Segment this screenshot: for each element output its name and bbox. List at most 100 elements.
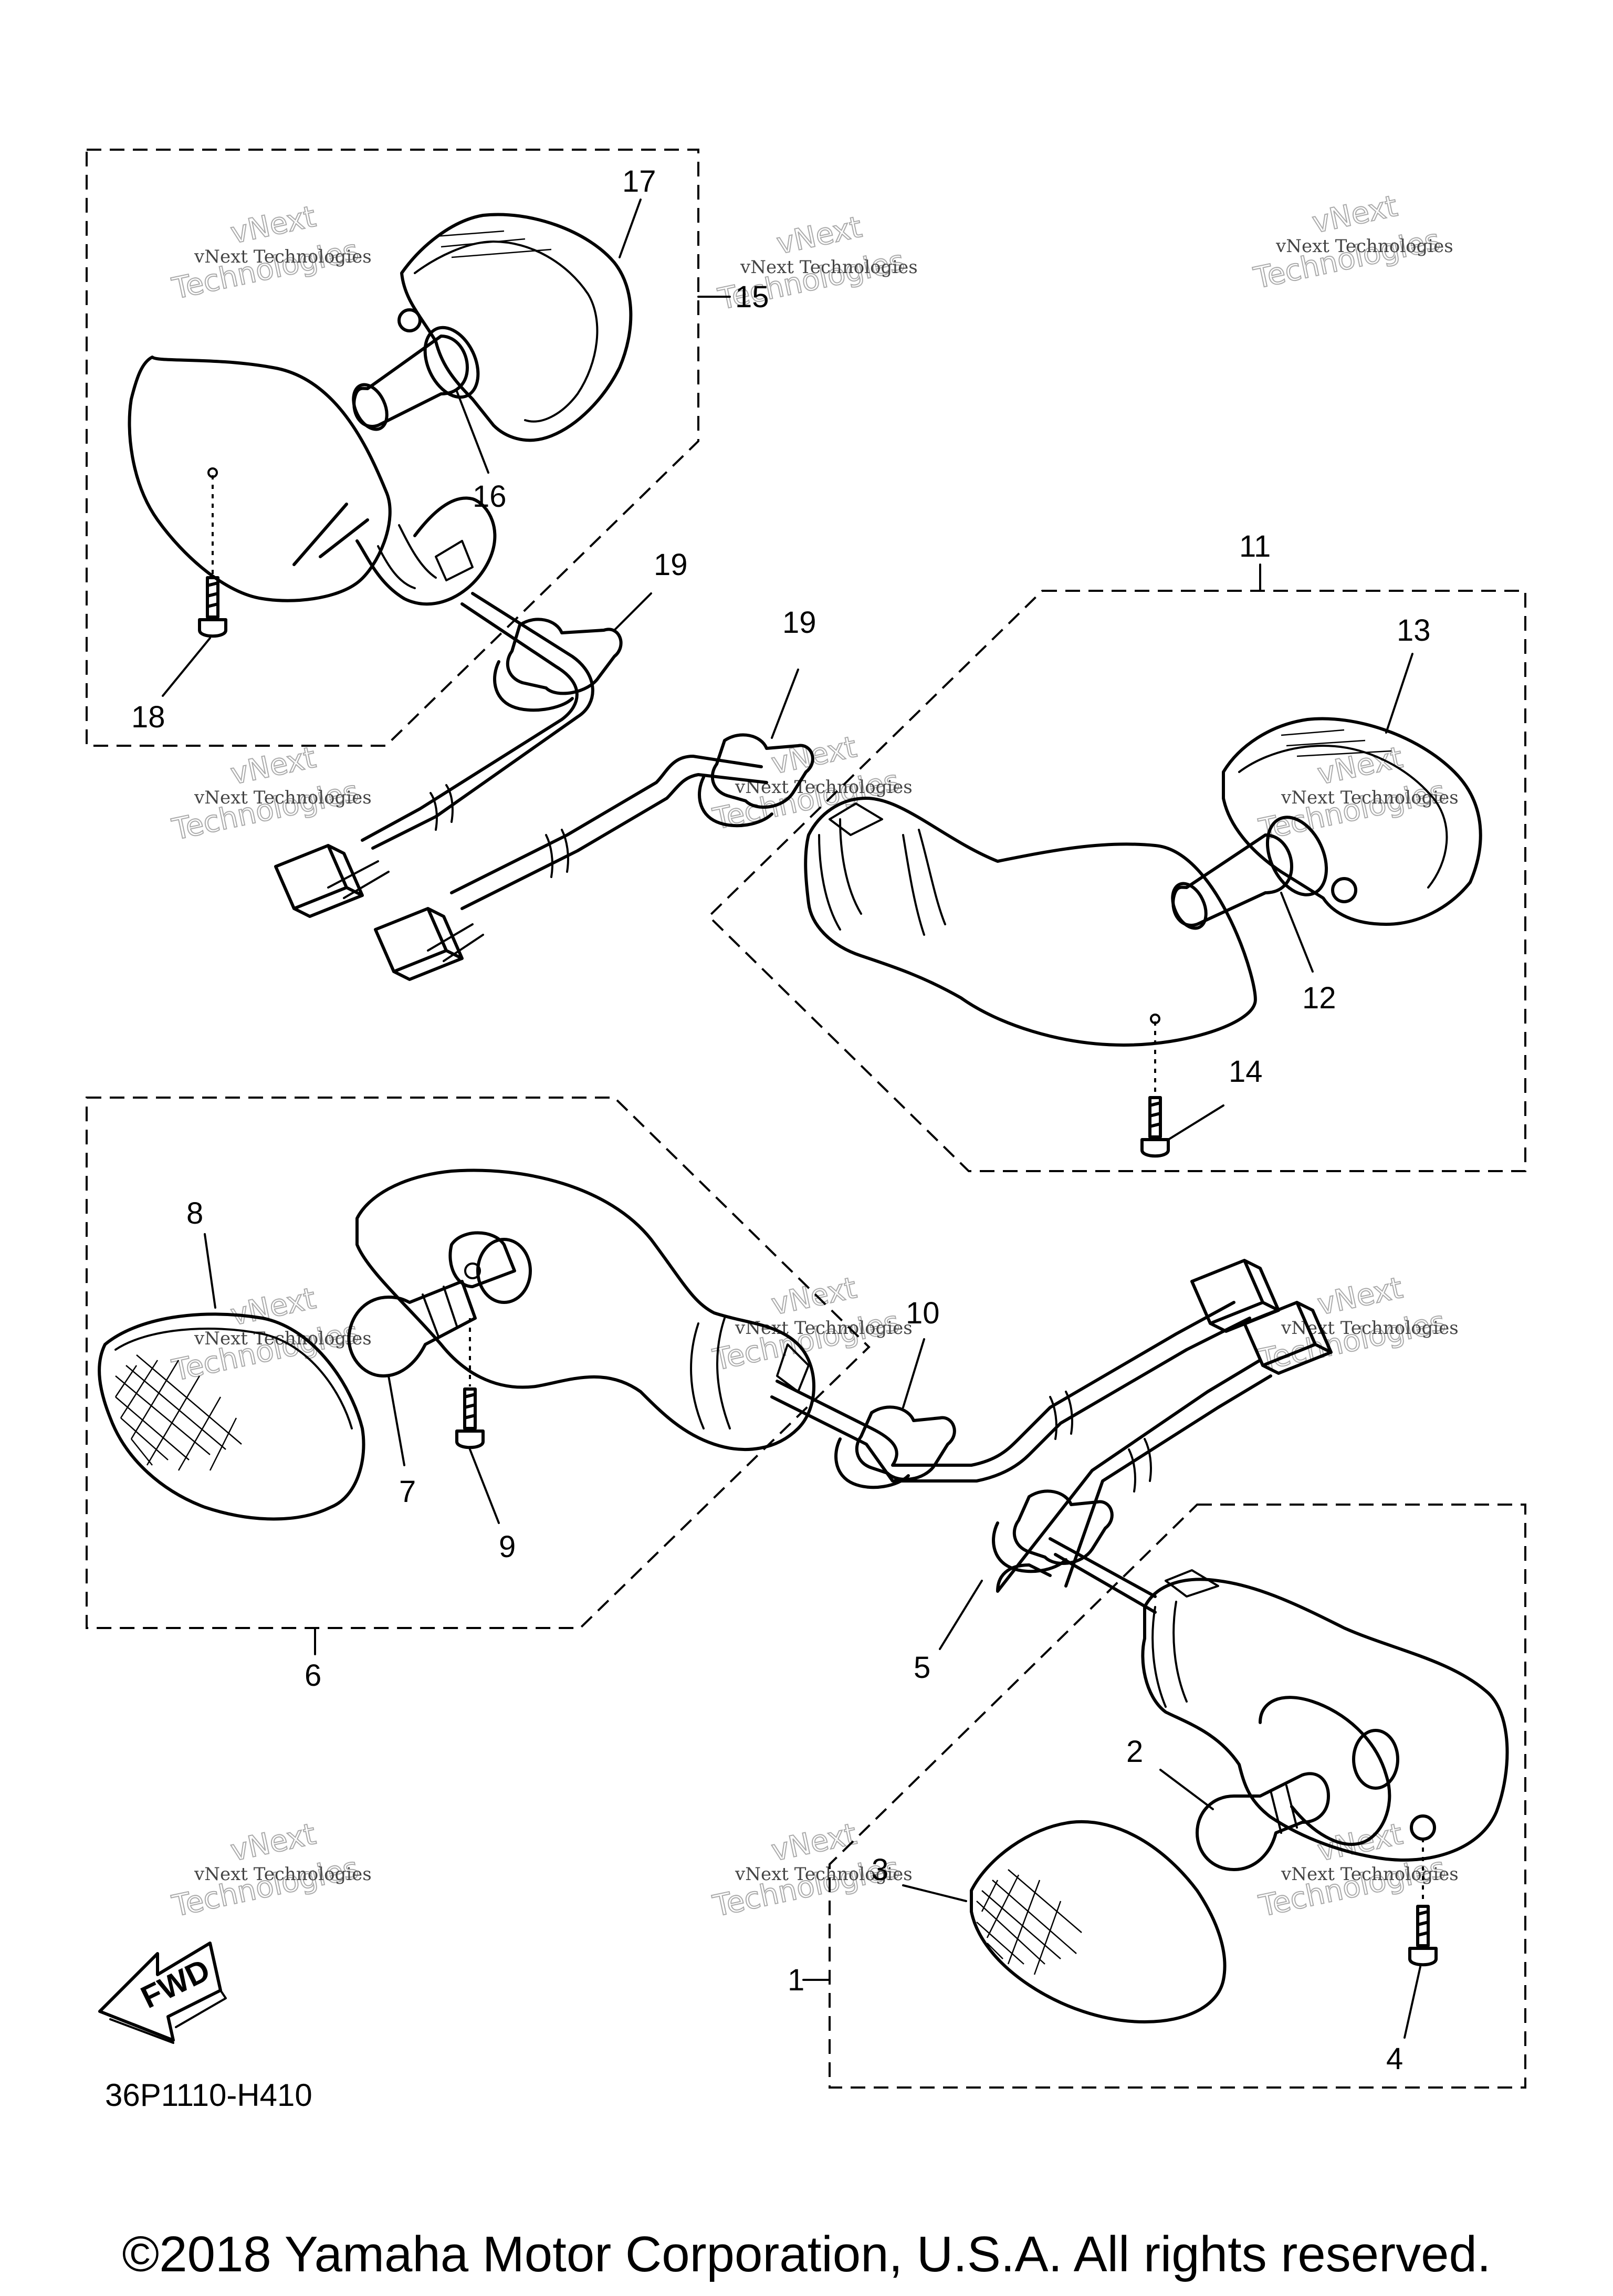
housing-1-socket-hole	[1352, 1729, 1399, 1790]
turn-signal-assembly-11	[804, 563, 1482, 1158]
callout-3: 3	[872, 1853, 888, 1887]
leader-8	[204, 1233, 216, 1309]
lens-13-mount	[1331, 877, 1357, 903]
grommet-10	[855, 1405, 956, 1481]
leader-7	[387, 1375, 405, 1466]
connector-11	[374, 907, 464, 981]
leader-5	[939, 1580, 983, 1650]
connector-1	[1243, 1301, 1333, 1375]
grommet-19-left	[506, 618, 623, 695]
grommet-10-back	[834, 1437, 910, 1489]
group-boundary-11	[707, 590, 1526, 1172]
watermark-text: vNext Technologies	[194, 787, 372, 808]
watermark-text: vNext Technologies	[1275, 236, 1453, 257]
watermark-vnext: vNext	[227, 1281, 319, 1333]
watermark-vnext: vNext	[1309, 189, 1400, 241]
grommet-19-right	[710, 733, 814, 809]
watermark-vnext: vNext	[1314, 740, 1406, 792]
watermark-text: vNext Technologies	[1281, 787, 1459, 808]
callout-11: 11	[1239, 529, 1271, 563]
leader-19-left	[613, 592, 652, 631]
watermark-vnext: vNext	[768, 1271, 860, 1322]
socket-16-end	[352, 383, 389, 431]
connector-6-a	[1190, 1259, 1280, 1333]
turn-signal-assembly-15	[128, 199, 731, 697]
callout-12: 12	[1302, 981, 1336, 1015]
watermark-technologies: Technologies	[169, 774, 361, 847]
leader-16	[456, 390, 489, 474]
callout-9: 9	[499, 1530, 516, 1564]
housing-11-ribs	[818, 802, 946, 936]
leader-4	[1403, 1966, 1421, 2039]
bulb-2-base	[1270, 1784, 1298, 1834]
bulb-7-base	[422, 1286, 458, 1338]
watermark-text: vNext Technologies	[740, 257, 918, 278]
grommet-19-left-back	[493, 660, 574, 712]
watermark: Technologies vNext vNext Technologies	[1250, 189, 1453, 296]
group-boundary-6	[86, 1097, 871, 1629]
leader-12	[1280, 892, 1314, 973]
housing-6	[355, 1168, 815, 1451]
watermark-technologies: Technologies	[169, 233, 361, 306]
wire-1-a	[996, 1359, 1262, 1593]
watermark-text: vNext Technologies	[735, 1864, 913, 1885]
turn-signal-assembly-6	[98, 1168, 815, 1655]
wire-11-b	[460, 773, 768, 910]
group-boundary-15	[86, 149, 699, 747]
wire-6-a	[776, 1301, 1235, 1467]
leader-10	[902, 1338, 925, 1408]
turn-signal-assembly-1	[802, 1569, 1509, 2039]
watermark-technologies: Technologies	[169, 1315, 361, 1388]
lens-8-hatch	[114, 1354, 242, 1471]
watermark-vnext: vNext	[768, 1817, 860, 1869]
bulb-7	[347, 1280, 477, 1377]
callout-1: 1	[788, 1963, 804, 1997]
lens-17-inner	[414, 241, 599, 423]
wire-5-stub	[1049, 1537, 1157, 1614]
boot-15-ribs	[377, 524, 474, 589]
watermark: Technologies vNext vNext Technologies	[169, 199, 372, 307]
watermark: Technologies vNext vNext Technologies	[169, 1281, 372, 1389]
wire-6-b	[770, 1317, 1251, 1483]
watermark-text: vNext Technologies	[735, 1318, 913, 1339]
callout-4: 4	[1386, 2042, 1403, 2076]
watermark-technologies: Technologies	[710, 1304, 902, 1377]
leader-19-right	[771, 669, 799, 739]
watermark-text: vNext Technologies	[194, 246, 372, 267]
grommets-upper	[274, 592, 814, 981]
housing-6-socket	[476, 1238, 532, 1304]
grommet-19-right-back	[698, 776, 773, 828]
watermarks: Technologies vNext vNext Technologies Te…	[169, 189, 1459, 1924]
wire-11-stub	[427, 923, 484, 962]
watermark-vnext: vNext	[227, 1817, 319, 1869]
grommet-5	[1012, 1489, 1114, 1565]
callout-18: 18	[131, 700, 165, 734]
watermark-text: vNext Technologies	[1281, 1864, 1459, 1885]
lens-3-hatch	[976, 1869, 1082, 1975]
housing-6-hole	[464, 1262, 481, 1279]
fwd-arrow-icon	[98, 1942, 222, 2042]
connector-15	[274, 844, 364, 918]
lens-17-hatch	[435, 230, 552, 258]
fwd-arrow-shadow	[109, 1989, 227, 2044]
lens-17-mount	[397, 308, 422, 332]
fwd-arrow: FWD	[98, 1942, 227, 2044]
callout-19-right: 19	[782, 606, 816, 640]
screw-9	[455, 1387, 485, 1449]
group-boundary-1	[829, 1504, 1526, 2089]
lens-13	[1222, 717, 1482, 926]
lens-13-hatch	[1281, 729, 1392, 757]
screw-14	[1140, 1096, 1170, 1158]
watermark-technologies: Technologies	[169, 1851, 361, 1924]
watermark: Technologies vNext vNext Technologies	[169, 740, 372, 848]
wire-15-b	[371, 592, 594, 850]
screw-4	[1408, 1905, 1438, 1967]
wire-6-break	[1049, 1391, 1073, 1440]
watermark-vnext: vNext	[1314, 1271, 1406, 1322]
callout-15: 15	[735, 280, 769, 314]
watermark-text: vNext Technologies	[194, 1864, 372, 1885]
leader-14	[1167, 1104, 1224, 1141]
leader-3	[902, 1884, 967, 1902]
bulb-2	[1196, 1772, 1330, 1871]
